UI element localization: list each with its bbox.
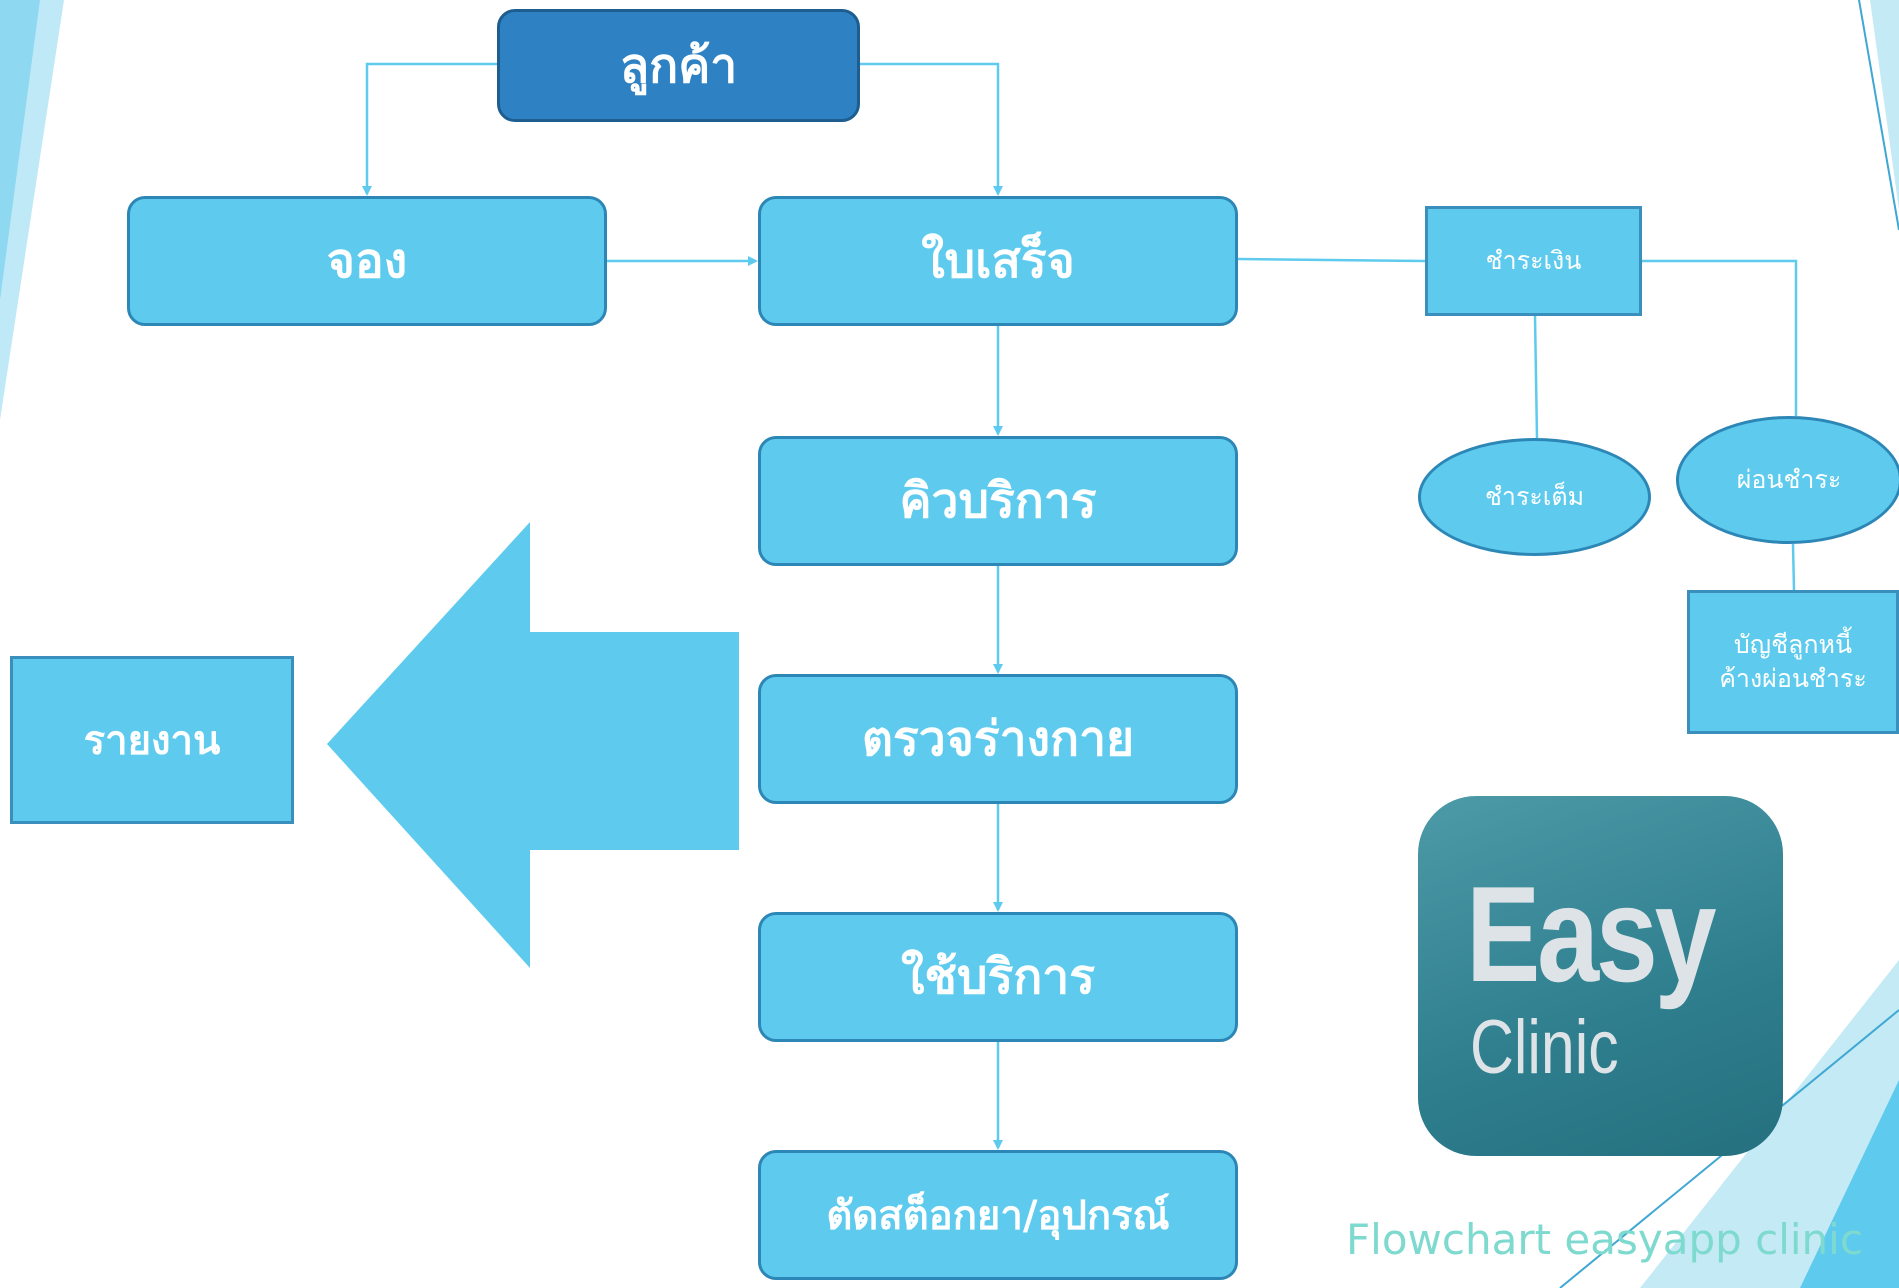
node-exam: ตรวจร่างกาย: [758, 674, 1238, 804]
edge-receipt-payment: [1237, 257, 1426, 263]
easy-clinic-logo: Easy Clinic: [1418, 796, 1783, 1156]
node-service: ใช้บริการ: [758, 912, 1238, 1042]
logo-word-clinic: Clinic: [1470, 1005, 1619, 1090]
node-booking-label: จอง: [326, 233, 408, 289]
left-decor-band-inner: [0, 0, 40, 300]
connectors: [362, 62, 1798, 1150]
edge-installment-debtor: [1791, 543, 1796, 591]
node-report: รายงาน: [10, 656, 294, 824]
logo-word-easy: Easy: [1466, 858, 1717, 1010]
node-exam-label: ตรวจร่างกาย: [861, 711, 1135, 767]
right-top-decor: [1870, 0, 1899, 210]
node-receipt: ใบเสร็จ: [758, 196, 1238, 326]
node-payment: ชำระเงิน: [1425, 206, 1642, 316]
node-customer-label: ลูกค้า: [619, 37, 738, 94]
node-debtor-account: บัญชีลูกหนี้ ค้างผ่อนชำระ: [1687, 590, 1899, 734]
report-arrow: [327, 522, 739, 968]
edge-payment-installment: [1642, 259, 1798, 416]
node-queue: คิวบริการ: [758, 436, 1238, 566]
node-debtor-account-label: บัญชีลูกหนี้ ค้างผ่อนชำระ: [1719, 630, 1867, 693]
node-full-payment-label: ชำระเต็ม: [1484, 482, 1585, 512]
node-stock: ตัดสต็อกยา/อุปกรณ์: [758, 1150, 1238, 1280]
node-customer: ลูกค้า: [497, 9, 860, 122]
node-stock-label: ตัดสต็อกยา/อุปกรณ์: [826, 1193, 1170, 1239]
node-installment-label: ผ่อนชำระ: [1736, 465, 1842, 495]
node-service-label: ใช้บริการ: [900, 949, 1096, 1005]
node-receipt-label: ใบเสร็จ: [921, 233, 1075, 289]
node-installment: ผ่อนชำระ: [1676, 416, 1899, 544]
node-booking: จอง: [127, 196, 607, 326]
node-full-payment: ชำระเต็ม: [1418, 438, 1651, 556]
node-report-label: รายงาน: [83, 718, 221, 764]
edge-payment-full: [1533, 315, 1539, 439]
node-payment-label: ชำระเงิน: [1485, 246, 1582, 276]
edge-customer-booking: [362, 62, 497, 196]
diagram-caption: Flowchart easyapp clinic: [1346, 1215, 1863, 1264]
edge-customer-receipt: [860, 62, 1003, 196]
node-queue-label: คิวบริการ: [899, 473, 1097, 529]
